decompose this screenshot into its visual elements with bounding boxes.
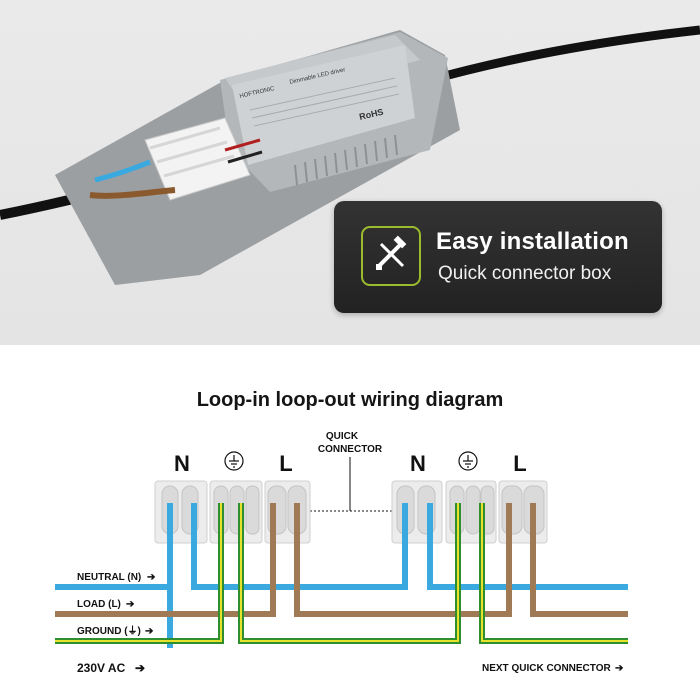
driver-label: [232, 45, 415, 165]
label-text-lines: [249, 77, 400, 127]
photo-wire-black: [227, 150, 263, 164]
photo-wire-red: [224, 138, 261, 152]
connector-levers: [149, 126, 235, 178]
left-quick-connector: [154, 480, 311, 544]
next-connector-label: NEXT QUICK CONNECTOR: [482, 663, 611, 674]
load-wiring: [55, 503, 628, 617]
load-label: LOAD (L): [77, 599, 121, 610]
right-earth-icon: [458, 451, 478, 471]
neutral-label: NEUTRAL (N): [77, 572, 141, 583]
badge-title: Easy installation: [436, 228, 629, 255]
screwdriver-hammer-icon: [361, 226, 421, 286]
left-terminal-n: N: [174, 451, 190, 476]
left-terminal-l: L: [279, 451, 292, 476]
ground-label: GROUND (⏚): [77, 625, 141, 637]
supply-arrow: ➔: [135, 661, 145, 675]
right-terminal-l: L: [513, 451, 526, 476]
callout-line1: QUICK: [326, 431, 359, 442]
left-earth-icon: [224, 451, 244, 471]
load-arrow: ➔: [126, 599, 135, 610]
diagram-title: Loop-in loop-out wiring diagram: [196, 389, 504, 411]
feature-badge: Easy installation Quick connector box: [334, 201, 662, 313]
supply-label: 230V AC: [77, 661, 126, 675]
section-divider: [0, 345, 700, 351]
callout-line2: CONNECTOR: [318, 444, 383, 455]
ground-arrow: ➔: [145, 626, 154, 637]
ground-wiring: [55, 503, 628, 644]
badge-subtitle: Quick connector box: [438, 263, 612, 284]
neutral-arrow: ➔: [147, 572, 156, 583]
photo-wire-brown: [89, 187, 176, 199]
wago-connector: [144, 117, 251, 201]
product-photo: HOFTRONIC Dimmable LED driver RoHS: [0, 0, 700, 345]
wiring-diagram: QUICK CONNECTOR N L N L: [55, 431, 628, 675]
wiring-diagram-section: Loop-in loop-out wiring diagram QUICK CO…: [0, 351, 700, 700]
output-cable: [428, 25, 700, 85]
photo-wire-blue: [94, 159, 151, 183]
right-quick-connector: [391, 480, 548, 544]
driver-vents: [294, 134, 398, 186]
led-driver-illustration: HOFTRONIC Dimmable LED driver RoHS: [0, 25, 700, 285]
right-terminal-n: N: [410, 451, 426, 476]
next-connector-arrow: ➔: [615, 663, 624, 674]
